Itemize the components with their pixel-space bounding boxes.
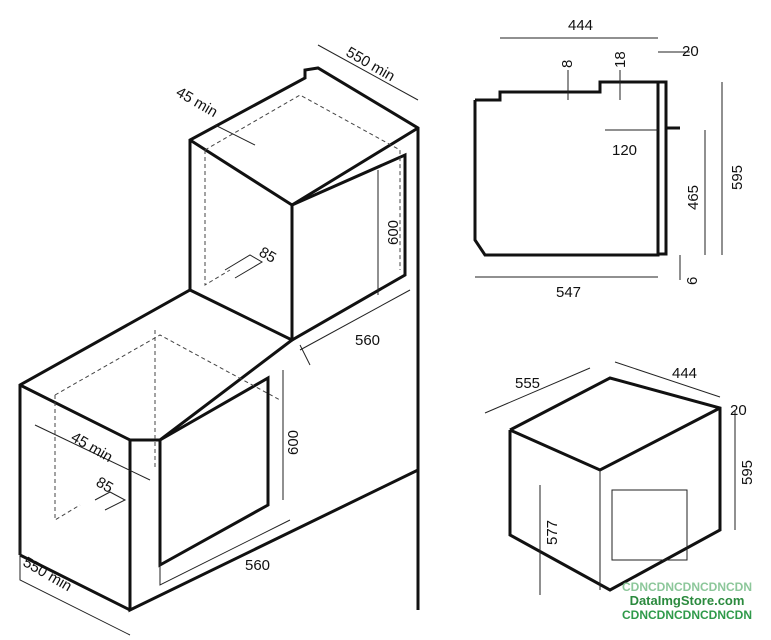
oven-side-view — [473, 37, 723, 280]
lower-vent-label: 85 — [93, 474, 116, 497]
side-8-label: 8 — [559, 60, 576, 68]
side-18-label: 18 — [612, 51, 629, 68]
side-547-label: 547 — [556, 284, 581, 301]
lower-gap-label: 45 min — [68, 429, 115, 466]
side-444-label: 444 — [568, 17, 593, 34]
upper-gap-label: 45 min — [173, 84, 220, 121]
upper-height-label: 600 — [385, 220, 402, 245]
side-20-label: 20 — [682, 43, 699, 60]
side-120-label: 120 — [612, 142, 637, 159]
upper-cabinet — [188, 44, 420, 610]
oven-iso-view — [484, 361, 736, 595]
side-6-label: 6 — [684, 277, 701, 285]
lower-height-label: 600 — [285, 430, 302, 455]
side-465-label: 465 — [685, 185, 702, 210]
upper-vent-label: 85 — [256, 244, 279, 267]
iso-444-label: 444 — [672, 365, 697, 382]
iso-555-label: 555 — [515, 375, 540, 392]
side-595-label: 595 — [729, 165, 746, 190]
lower-cabinet — [18, 288, 419, 636]
upper-depth-label: 550 min — [343, 44, 398, 85]
iso-20-label: 20 — [730, 402, 747, 419]
watermark-site: DataImgStore.com — [629, 593, 745, 608]
lower-width-label: 560 — [245, 557, 270, 574]
watermark-line-3: CDNCDNCDNCDNCDN — [622, 608, 752, 622]
watermark: CDNCDNCDNCDNCDN DataImgStore.com CDNCDNC… — [612, 580, 762, 622]
watermark-line-1: CDNCDNCDNCDNCDN — [622, 580, 752, 594]
upper-width-label: 560 — [355, 332, 380, 349]
iso-595-label: 595 — [739, 460, 756, 485]
lower-depth-label: 550 min — [20, 554, 75, 595]
iso-577-label: 577 — [544, 520, 561, 545]
